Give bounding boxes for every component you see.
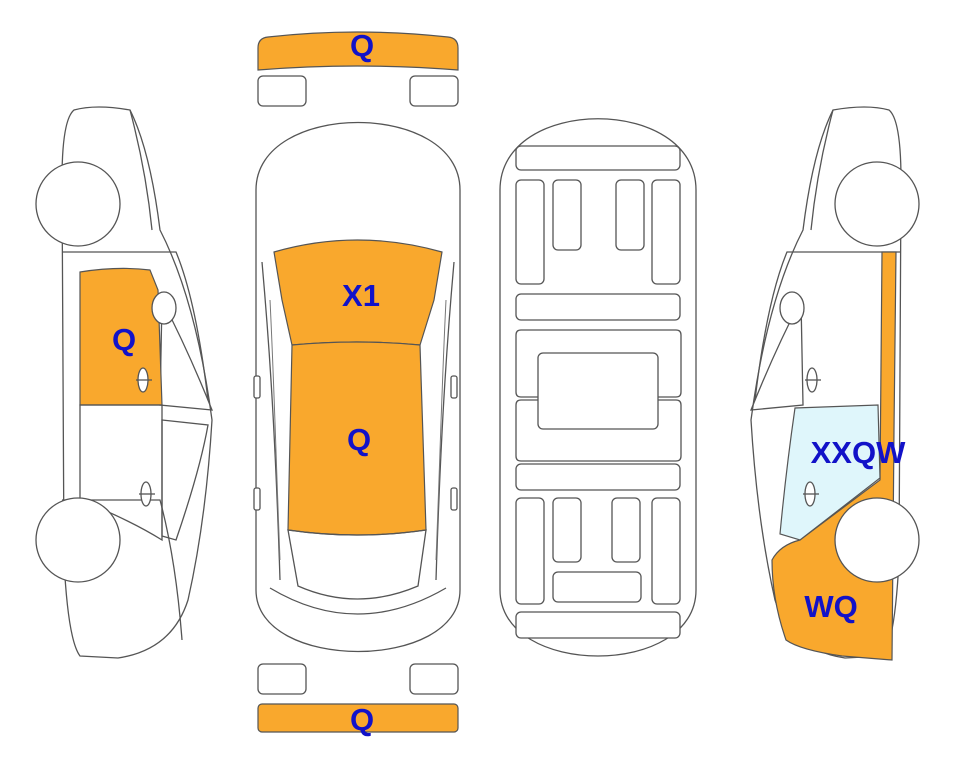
left-front-door-handle[interactable]: [136, 367, 152, 393]
left-rear-line: [62, 499, 183, 641]
rear-bumper-panel[interactable]: [257, 703, 459, 733]
left-hood-line: [129, 109, 153, 231]
right-front-window-panel[interactable]: [779, 404, 881, 541]
right-mirror[interactable]: [450, 375, 458, 399]
left-side-line: [261, 261, 281, 581]
right-rear-wheel[interactable]: [834, 161, 920, 247]
left-inner-line: [269, 299, 281, 561]
right-hood-line: [810, 109, 834, 231]
left-side-mirror[interactable]: [151, 291, 177, 325]
underbody-front-beam: [515, 145, 681, 171]
left-front-wheel[interactable]: [35, 161, 121, 247]
left-rear-wheel[interactable]: [35, 497, 121, 583]
right-rear-mirror: [450, 487, 458, 511]
left-rear-mirror: [253, 487, 261, 511]
front-bumper-label: Q: [350, 28, 374, 63]
trunk-line: [269, 587, 447, 615]
left-taillight[interactable]: [257, 663, 307, 695]
left-headlight[interactable]: [257, 75, 307, 107]
underbody-center-plate: [537, 352, 659, 430]
left-side-view: [35, 106, 213, 659]
right-headlight[interactable]: [409, 75, 459, 107]
top-view: [253, 31, 461, 733]
front-bumper-panel[interactable]: [257, 31, 459, 71]
underbody-view: [499, 118, 697, 657]
right-front-door-handle[interactable]: [803, 481, 819, 507]
hood-label: X1: [342, 278, 380, 313]
underbody-part: [651, 497, 681, 605]
right-front-window-label: XXQW: [811, 435, 906, 470]
underbody-part: [552, 497, 582, 563]
right-taillight[interactable]: [409, 663, 459, 695]
right-front-fender-label: WQ: [804, 589, 857, 624]
underbody-rear-beam: [515, 611, 681, 639]
underbody-part: [515, 179, 545, 285]
underbody-part: [552, 179, 582, 251]
right-side-line: [435, 261, 455, 581]
underbody-part: [651, 179, 681, 285]
underbody-part: [515, 463, 681, 491]
right-rear-door-handle[interactable]: [805, 367, 821, 393]
left-mirror[interactable]: [253, 375, 261, 399]
underbody-part: [515, 293, 681, 321]
left-rear-window[interactable]: [161, 419, 209, 541]
right-inner-line: [435, 299, 447, 561]
left-rear-door-handle[interactable]: [139, 481, 155, 507]
roof-label: Q: [347, 422, 371, 457]
right-side-view: [750, 106, 920, 661]
underbody-part: [611, 497, 641, 563]
damage-labels: Q X1 Q Q Q XXQW WQ: [112, 28, 906, 737]
right-front-wheel[interactable]: [834, 497, 920, 583]
rear-bumper-label: Q: [350, 702, 374, 737]
right-side-mirror[interactable]: [779, 291, 805, 325]
underbody-part: [515, 497, 545, 605]
rear-window[interactable]: [287, 529, 427, 600]
left-belt-line: [62, 251, 209, 401]
left-front-door-label: Q: [112, 322, 136, 357]
right-belt-line: [754, 251, 901, 401]
underbody-part: [615, 179, 645, 251]
underbody-part: [552, 571, 642, 603]
